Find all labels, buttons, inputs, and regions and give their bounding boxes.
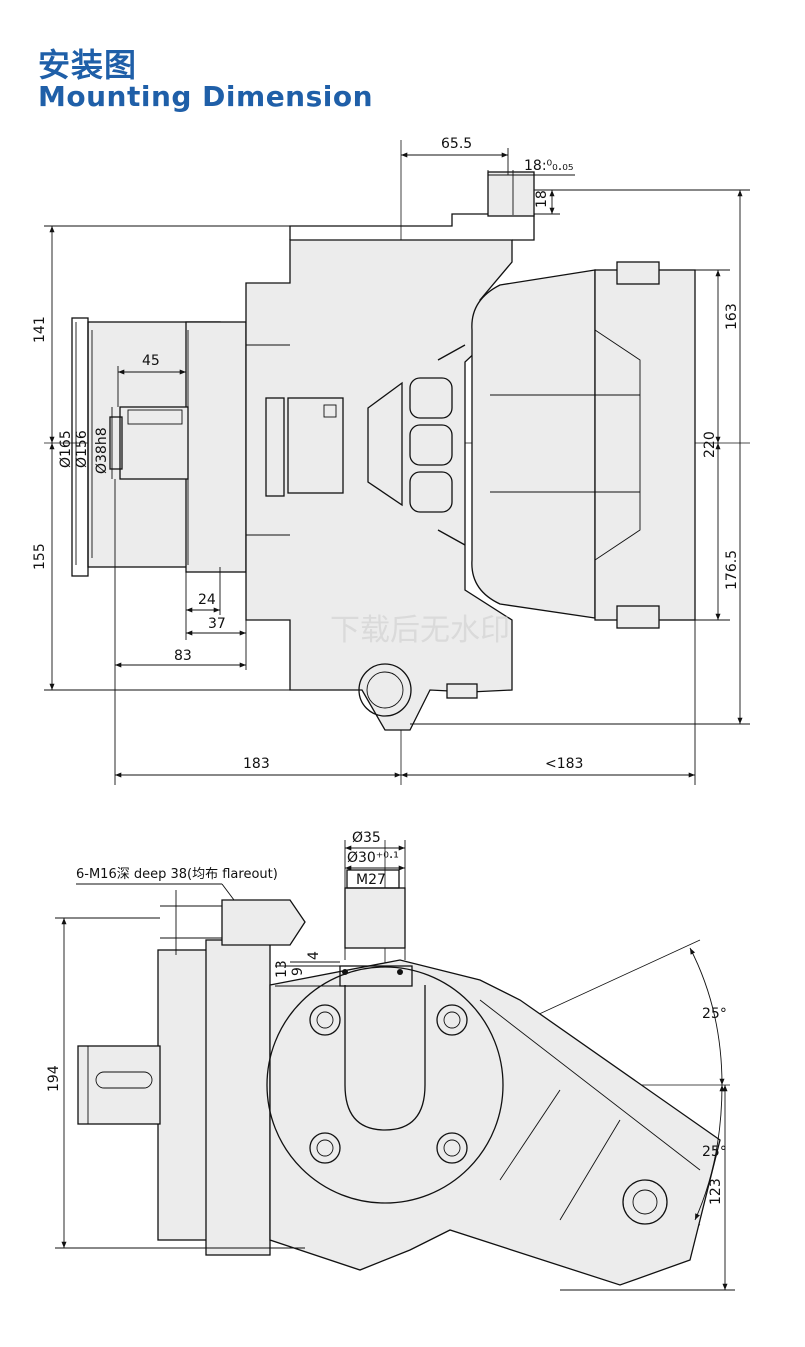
dim-dia30: Ø30⁺⁰·¹ (347, 850, 399, 866)
outlet-port (622, 1179, 668, 1225)
dim-angle-25-bottom: 25° (702, 1144, 727, 1160)
dim-65-5: 65.5 (441, 136, 472, 152)
dim-dia35: Ø35 (352, 830, 381, 846)
center-cone (367, 381, 403, 507)
dim-123: 123 (708, 1178, 724, 1205)
dim-m27: M27 (356, 872, 386, 888)
thread-note: 6-M16深 deep 38(均布 flareout) (76, 867, 278, 882)
threaded-hole (221, 899, 306, 946)
dim-176-5: 176.5 (724, 550, 740, 590)
bolt-hole-4 (436, 1132, 468, 1164)
bottom-view: 6-M16深 deep 38(均布 flareout) Ø35 Ø30⁺⁰·¹ … (46, 830, 735, 1291)
dim-194: 194 (46, 1065, 62, 1092)
dim-183-left: 183 (243, 756, 270, 772)
dim-13: 13 (274, 960, 290, 978)
dim-dia165: Ø165 (58, 430, 74, 468)
top-port-boss (487, 171, 535, 217)
dim-18: 18 (534, 190, 550, 208)
page-title-en: Mounting Dimension (38, 80, 374, 113)
dim-155: 155 (32, 543, 48, 570)
dim-angle-25-top: 25° (702, 1006, 727, 1022)
dim-141: 141 (32, 316, 48, 343)
bottom-flange (157, 949, 209, 1241)
piston-3 (409, 471, 453, 513)
dim-18-slot: 18:⁰₀.₀₅ (524, 158, 573, 174)
bottom-shaft (77, 1045, 161, 1125)
port-flange-circle (266, 966, 504, 1204)
dim-220: 220 (702, 431, 718, 458)
dim-45: 45 (142, 353, 160, 369)
end-cover (594, 269, 696, 621)
dim-83: 83 (174, 648, 192, 664)
dim-9: 9 (290, 967, 306, 976)
dim-dia156: Ø156 (74, 430, 90, 468)
watermark: 下载后无水印 (330, 613, 510, 648)
dim-163: 163 (724, 303, 740, 330)
piston-1 (409, 377, 453, 419)
page-title-cn: 安装图 (38, 46, 138, 84)
dim-4: 4 (306, 951, 322, 960)
dim-24: 24 (198, 592, 216, 608)
top-view: 65.5 18:⁰₀.₀₅ 18 141 155 Ø165 Ø156 Ø38h8… (32, 136, 750, 785)
bolt-hole-2 (436, 1004, 468, 1036)
flow-adjuster (265, 397, 285, 497)
piston-2 (409, 424, 453, 466)
bolt-hole-3 (309, 1132, 341, 1164)
dim-37: 37 (208, 616, 226, 632)
dim-183-right: <183 (545, 756, 583, 772)
bolt-hole-1 (309, 1004, 341, 1036)
bottom-housing (269, 959, 721, 1286)
drive-shaft (119, 406, 189, 480)
dim-dia38: Ø38h8 (94, 427, 110, 474)
port-thread (344, 887, 406, 949)
cylinder-block (471, 269, 596, 619)
control-plate (287, 397, 344, 494)
